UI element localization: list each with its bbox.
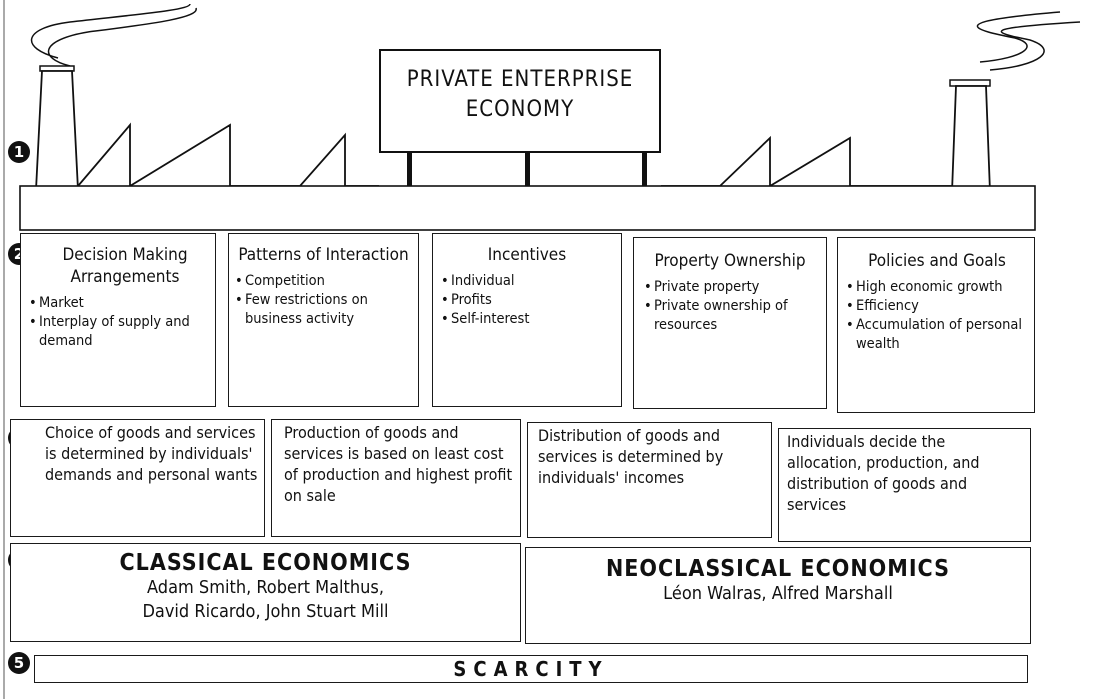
characteristic-title: Property Ownership xyxy=(654,251,806,271)
characteristic-title: Incentives xyxy=(487,245,567,265)
question-choice: Choice of goods and services is determin… xyxy=(10,419,265,537)
characteristic-title: Patterns of Interaction xyxy=(238,245,409,265)
sign-line-2: ECONOMY xyxy=(465,97,575,122)
characteristic-item: Accumulation of personal wealth xyxy=(846,316,1028,354)
characteristic-item: Market xyxy=(29,294,207,313)
badge-1-icon: 1 xyxy=(8,141,30,163)
foundation-label: SCARCITY xyxy=(453,657,609,681)
characteristic-item: Interplay of supply and demand xyxy=(29,313,207,351)
badge-5-icon: 5 xyxy=(8,652,30,674)
roof-slab xyxy=(19,185,1036,231)
question-text: Individuals decide the allocation, produ… xyxy=(787,432,980,514)
question-text: Production of goods and services is base… xyxy=(284,423,513,505)
chimney-right xyxy=(951,85,991,193)
question-text: Distribution of goods and services is de… xyxy=(538,426,724,487)
characteristic-decision-making: Decision Making Arrangements Market Inte… xyxy=(20,233,216,407)
smoke-right-icon xyxy=(976,11,1081,71)
characteristic-incentives: Incentives Individual Profits Self-inter… xyxy=(432,233,622,407)
characteristic-item: Individual xyxy=(441,272,613,291)
characteristic-patterns-of-interaction: Patterns of Interaction Competition Few … xyxy=(228,233,419,407)
characteristic-policies-and-goals: Policies and Goals High economic growth … xyxy=(837,237,1035,413)
smoke-left-icon xyxy=(30,3,197,67)
question-production: Production of goods and services is base… xyxy=(271,419,521,537)
characteristic-item: Efficiency xyxy=(846,297,1028,316)
school-classical: CLASSICAL ECONOMICS Adam Smith, Robert M… xyxy=(10,543,521,642)
school-people: Léon Walras, Alfred Marshall xyxy=(663,583,893,604)
characteristic-property-ownership: Property Ownership Private property Priv… xyxy=(633,237,827,409)
characteristic-title: Decision Making Arrangements xyxy=(62,245,188,287)
question-text: Choice of goods and services is determin… xyxy=(45,423,258,484)
characteristic-item: Private ownership of resources xyxy=(644,297,816,335)
characteristic-item: Private property xyxy=(644,278,816,297)
school-neoclassical: NEOCLASSICAL ECONOMICS Léon Walras, Alfr… xyxy=(525,547,1031,644)
school-name: NEOCLASSICAL ECONOMICS xyxy=(605,556,951,582)
question-individuals-decide: Individuals decide the allocation, produ… xyxy=(778,428,1031,542)
characteristic-item: Profits xyxy=(441,291,613,310)
characteristic-title: Policies and Goals xyxy=(868,251,1006,271)
economy-sign: PRIVATE ENTERPRISE ECONOMY xyxy=(379,49,661,153)
school-people: David Ricardo, John Stuart Mill xyxy=(142,601,389,622)
foundation-scarcity: SCARCITY xyxy=(34,655,1028,683)
characteristic-item: Self-interest xyxy=(441,310,613,329)
chimney-left xyxy=(35,70,79,191)
question-distribution: Distribution of goods and services is de… xyxy=(527,422,772,538)
school-people: Adam Smith, Robert Malthus, xyxy=(147,577,384,598)
characteristic-item: Competition xyxy=(235,272,412,291)
sign-line-1: PRIVATE ENTERPRISE xyxy=(406,67,634,92)
characteristic-item: High economic growth xyxy=(846,278,1028,297)
characteristic-item: Few restrictions on business activity xyxy=(235,291,412,329)
school-name: CLASSICAL ECONOMICS xyxy=(119,550,412,576)
